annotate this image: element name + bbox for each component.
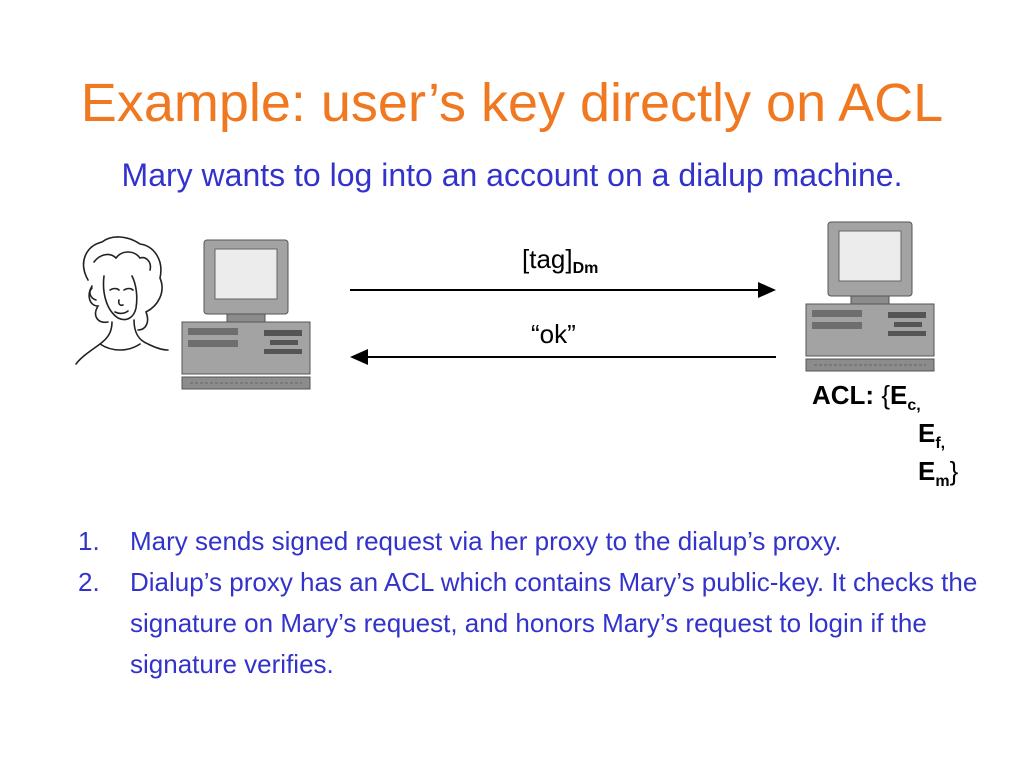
mary-computer-icon xyxy=(181,239,311,390)
acl-label: ACL: xyxy=(812,380,875,410)
acl-entry-letter: E xyxy=(918,456,936,486)
step-number: 1. xyxy=(78,526,100,556)
acl-close-brace: } xyxy=(949,456,959,486)
acl-row-1: ACL: {Ec, xyxy=(812,380,958,418)
acl-entry-sub: c, xyxy=(907,397,921,414)
slide-title: Example: user’s key directly on ACL xyxy=(80,73,944,133)
diagram-canvas xyxy=(75,221,935,390)
acl-block: ACL: {Ec, Ef, Em} xyxy=(812,380,958,494)
step-number: 2. xyxy=(78,567,100,597)
slide-subtitle: Mary wants to log into an account on a d… xyxy=(121,157,903,193)
step-text: Dialup’s proxy has an ACL which contains… xyxy=(130,567,978,679)
request-message-subscript: Dm xyxy=(572,260,599,277)
reply-arrow xyxy=(350,349,776,365)
steps-list: 1. Mary sends signed request via her pro… xyxy=(78,521,998,685)
step-text: Mary sends signed request via her proxy … xyxy=(130,526,842,556)
request-message-label: [tag]Dm xyxy=(522,244,598,278)
acl-row-3: Em} xyxy=(812,456,958,494)
step-item: 1. Mary sends signed request via her pro… xyxy=(78,521,998,562)
acl-entry-letter: E xyxy=(890,380,908,410)
acl-entry-sub: m xyxy=(935,473,950,490)
step-item: 2. Dialup’s proxy has an ACL which conta… xyxy=(78,562,998,685)
acl-entry-sub: f, xyxy=(935,435,946,452)
request-message-text: [tag] xyxy=(522,244,573,274)
mary-portrait-icon xyxy=(75,236,169,365)
acl-row-2: Ef, xyxy=(812,418,958,456)
dialup-computer-icon xyxy=(805,221,935,372)
reply-message-label: “ok” xyxy=(531,319,576,349)
acl-entry-letter: E xyxy=(918,418,936,448)
request-arrow xyxy=(350,282,776,298)
acl-open-brace: { xyxy=(881,380,891,410)
